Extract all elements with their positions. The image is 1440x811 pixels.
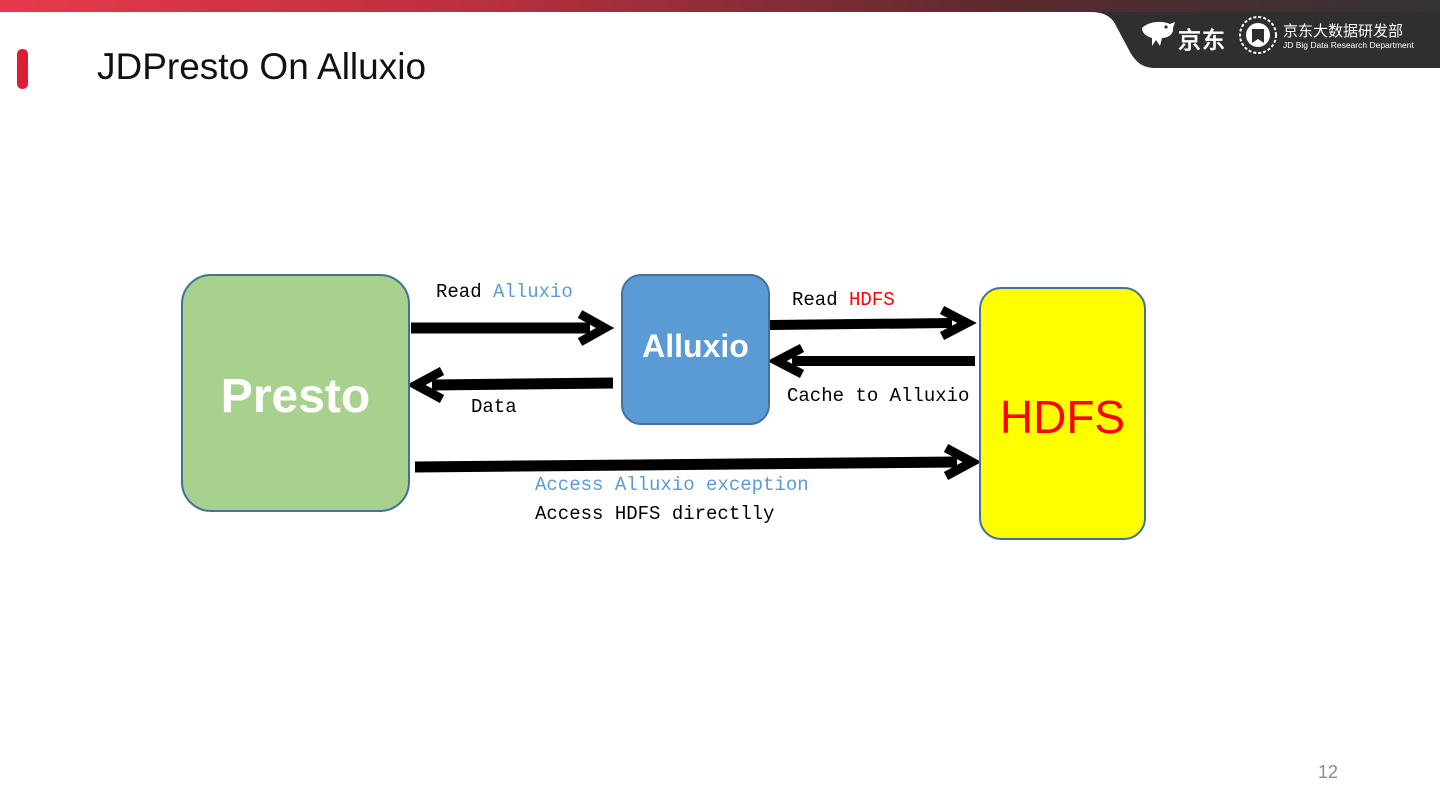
hdfs-node: HDFS: [979, 287, 1146, 540]
alluxio-node-label: Alluxio: [642, 328, 749, 364]
title-marker: [17, 49, 28, 89]
presto-node-label: Presto: [220, 369, 371, 423]
arrow-alluxio-to-presto: [431, 377, 614, 391]
brand-name: 京东: [1178, 28, 1226, 54]
edge-label-text: Read: [436, 281, 494, 303]
edge-label-text: Read: [792, 289, 850, 311]
department-name-en: JD Big Data Research Department: [1283, 40, 1414, 50]
page-number: 12: [1318, 762, 1339, 782]
edge-label-highlight: HDFS: [849, 289, 895, 311]
edge-label-highlight: Alluxio: [493, 281, 573, 303]
edge-label-cache: Cache to Alluxio: [787, 385, 970, 407]
arrow-presto-to-hdfs: [414, 456, 958, 473]
hdfs-node-label: HDFS: [999, 390, 1126, 443]
top-accent-bar: [0, 0, 1440, 12]
edge-label-read-alluxio: Read Alluxio: [436, 281, 573, 303]
edge-label-direct: Access HDFS directlly: [535, 503, 775, 525]
department-name-cn: 京东大数据研发部: [1283, 22, 1404, 40]
alluxio-node: Alluxio: [621, 274, 770, 425]
edge-label-read-hdfs: Read HDFS: [792, 289, 895, 311]
jd-dog-logo-icon: [1142, 21, 1175, 46]
edge-label-exception: Access Alluxio exception: [535, 474, 809, 496]
research-dept-emblem-icon: [1239, 16, 1277, 54]
slide-title: JDPresto On Alluxio: [97, 46, 427, 87]
edge-label-data: Data: [471, 396, 517, 418]
presto-node: Presto: [181, 274, 410, 512]
arrow-alluxio-to-hdfs: [769, 318, 953, 330]
